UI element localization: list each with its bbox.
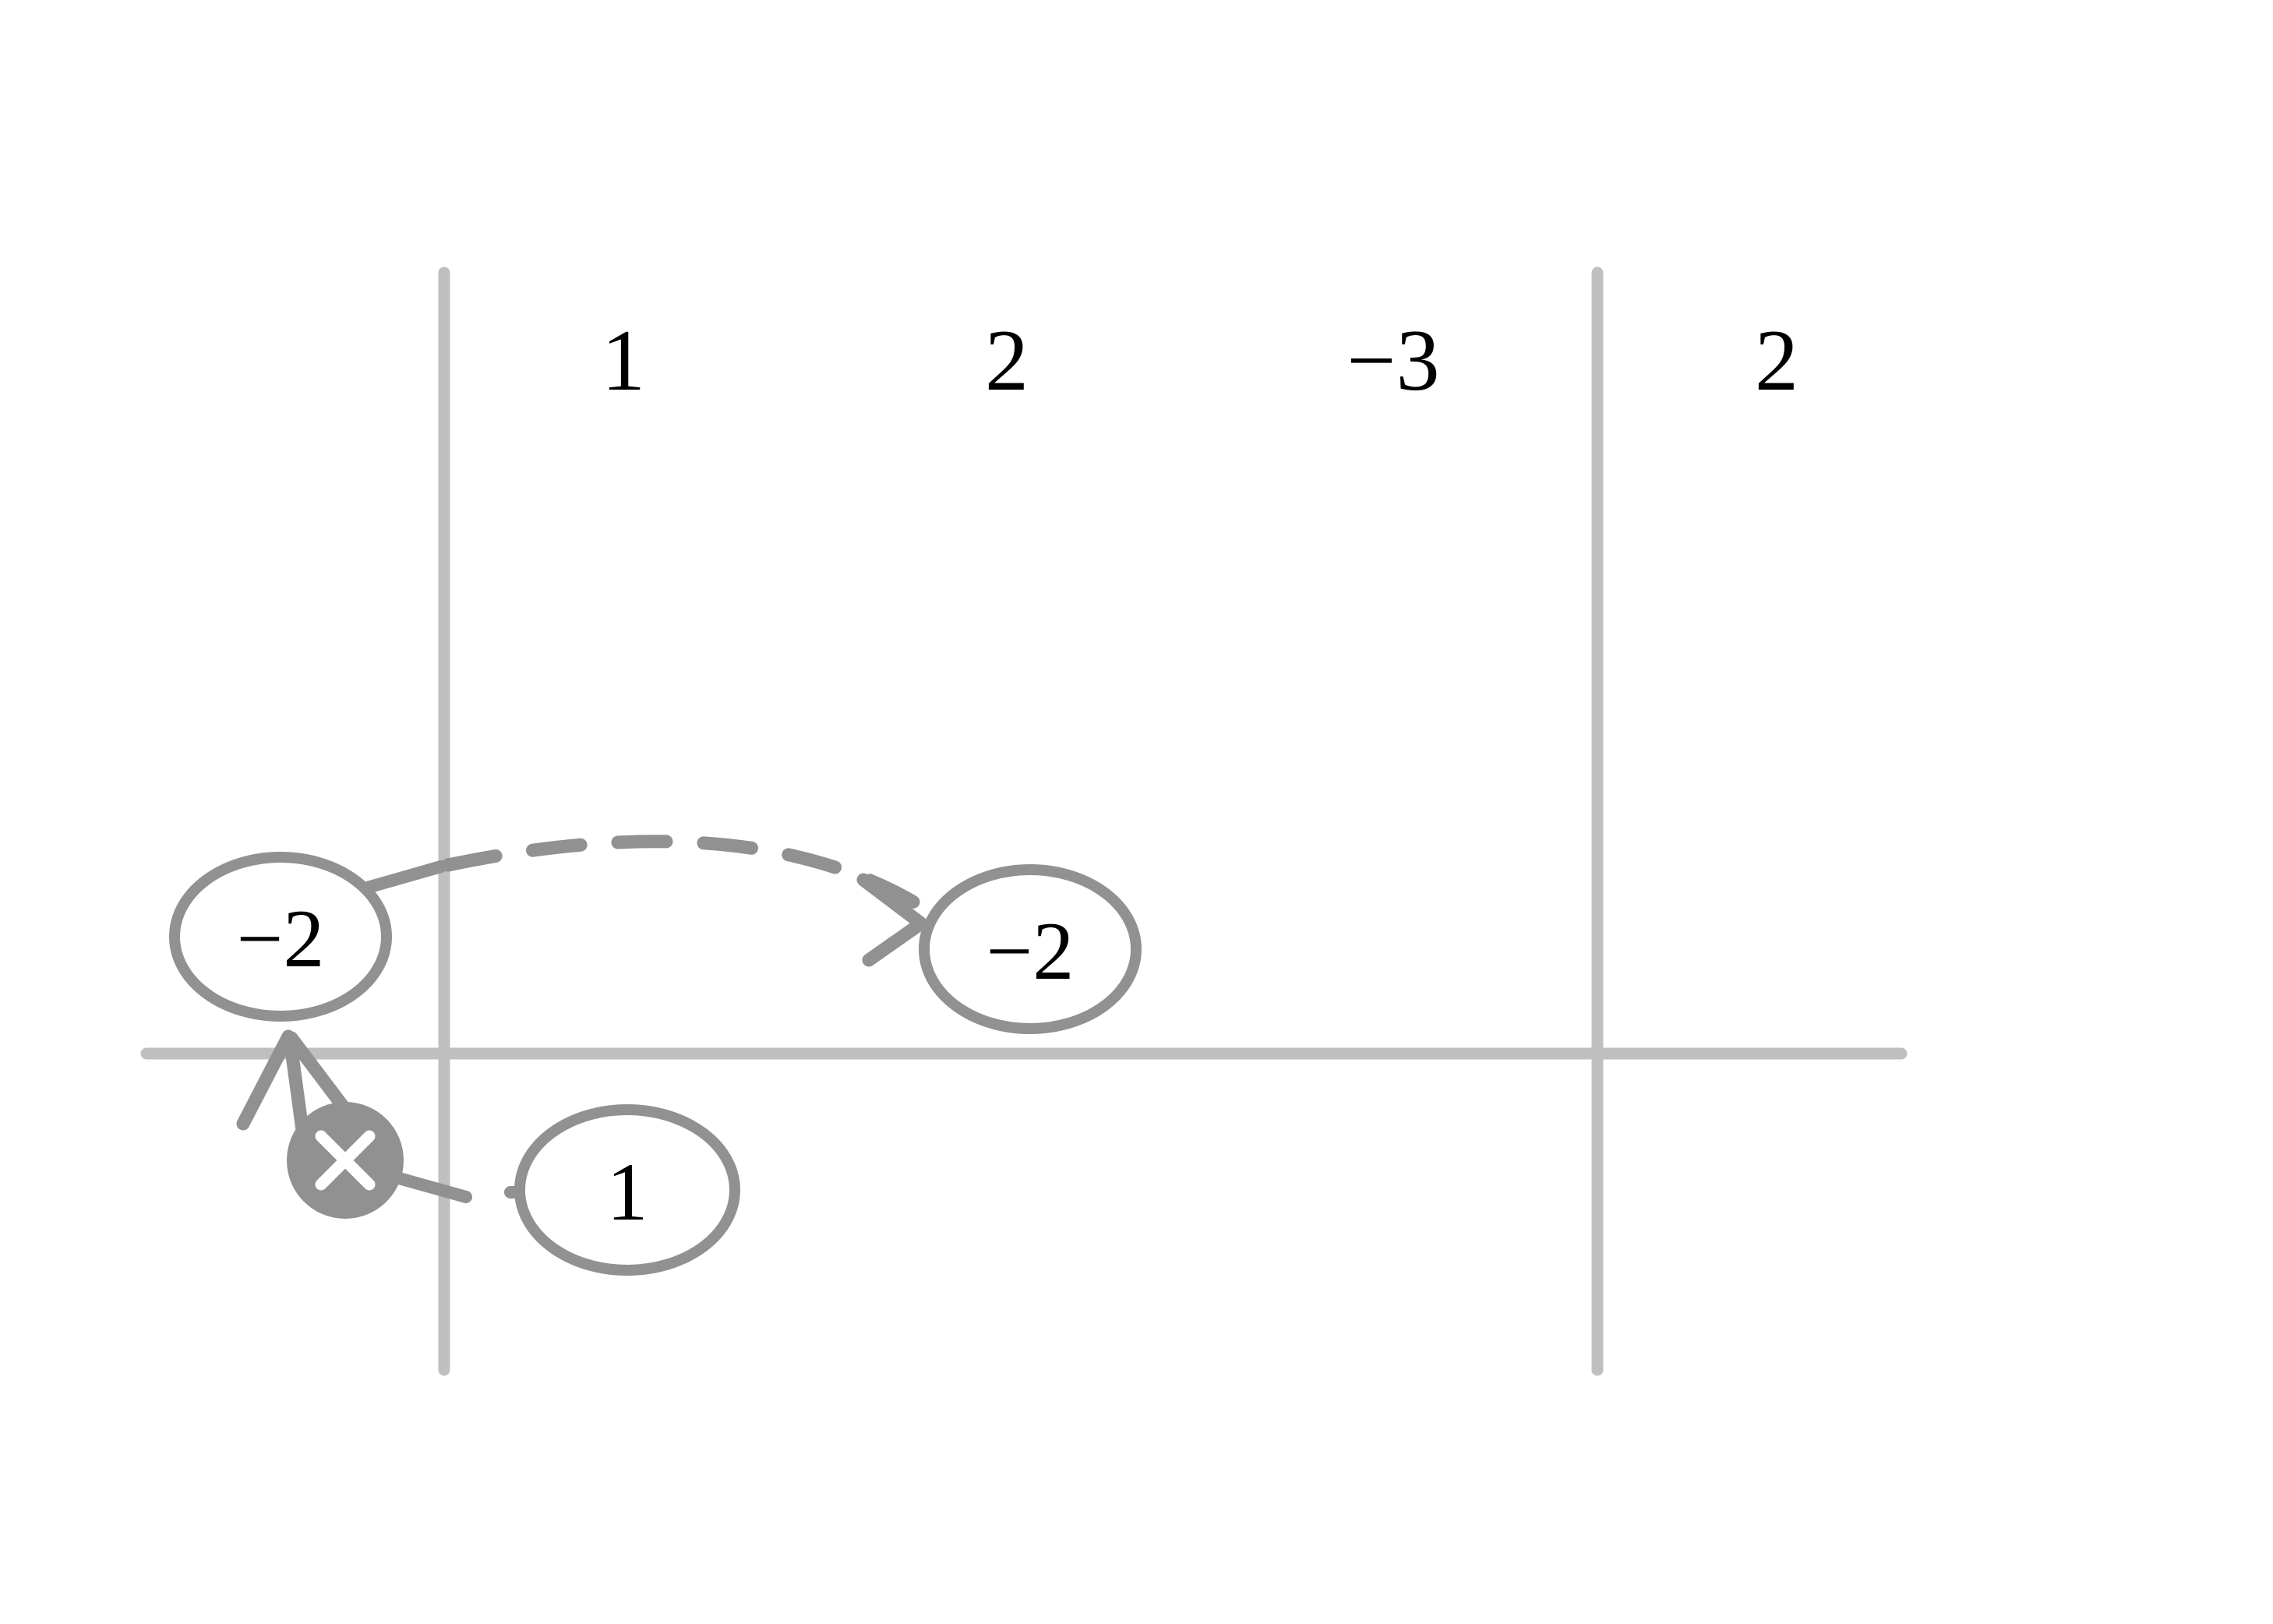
close-icon (315, 1130, 376, 1191)
product-bubble[interactable]: −2 (919, 864, 1142, 1034)
up-arrow-left-barb (236, 1029, 295, 1131)
up-arrow-to-divisor (236, 1029, 356, 1137)
product-bubble-outline[interactable] (919, 864, 1142, 1034)
up-arrow-right-barb (284, 1031, 356, 1121)
leading-coefficient-bubble[interactable]: 1 (514, 1104, 740, 1276)
coefficient-cell-0: 1 (602, 312, 645, 409)
divisor-bubble-label: −2 (237, 893, 325, 984)
multiply-marker[interactable] (287, 1102, 404, 1219)
leading-coefficient-bubble-label: 1 (607, 1146, 648, 1237)
curved-dashed-arrow (358, 835, 928, 967)
coefficient-row: 1 2 −3 2 (602, 312, 1798, 409)
divisor-bubble[interactable]: −2 (169, 852, 392, 1022)
up-arrow-middle-barb (283, 1031, 309, 1137)
product-bubble-label: −2 (986, 906, 1075, 997)
coefficient-cell-1: 2 (985, 312, 1029, 409)
tableau-rules (140, 267, 1908, 1376)
divisor-bubble-connector (358, 860, 447, 895)
divisor-bubble-outline[interactable] (169, 852, 392, 1022)
dashed-arc-path (441, 835, 926, 913)
coefficient-cell-2: −3 (1347, 312, 1439, 409)
dashed-arc-arrowhead (856, 873, 928, 967)
coefficient-cell-3: 2 (1755, 312, 1798, 409)
leading-coefficient-bubble-outline[interactable] (514, 1104, 740, 1276)
marker-connector-segment-a (393, 1172, 472, 1203)
